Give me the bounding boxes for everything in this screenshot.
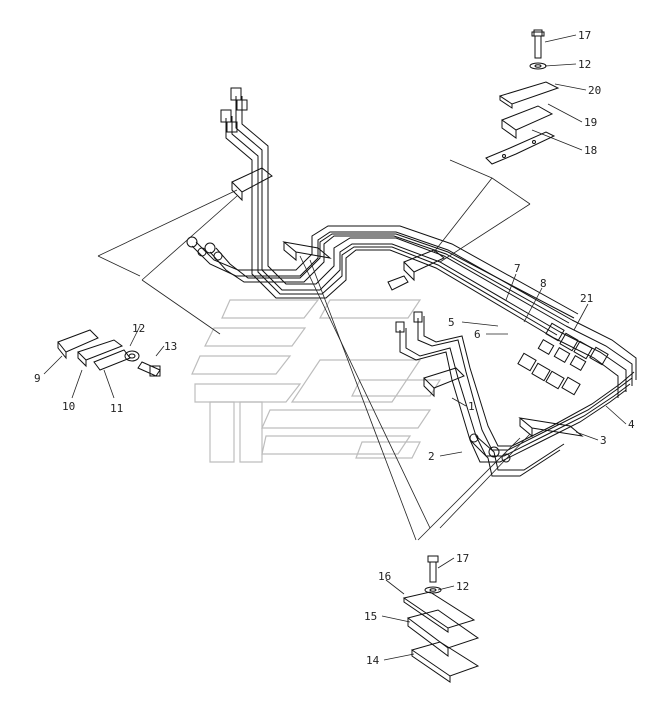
callout-9: 9 <box>34 372 41 385</box>
callout-16: 16 <box>378 570 391 583</box>
callout-2: 2 <box>428 450 435 463</box>
callout-19: 19 <box>584 116 597 129</box>
leader-lines <box>43 34 627 661</box>
callout-12-bottom: 12 <box>456 580 469 593</box>
pipe-fittings <box>186 87 609 463</box>
clamp-assembly-top-right <box>485 29 560 165</box>
callout-7: 7 <box>514 262 521 275</box>
callout-12-left: 12 <box>132 322 145 335</box>
callout-6: 6 <box>474 328 481 341</box>
pipe-clamps <box>231 167 584 438</box>
callout-3: 3 <box>600 434 607 447</box>
callout-13: 13 <box>164 340 177 353</box>
callout-18: 18 <box>584 144 597 157</box>
clamp-assembly-bottom <box>402 555 480 683</box>
watermark-logo <box>191 299 442 463</box>
callout-12-top: 12 <box>578 58 591 71</box>
callout-15: 15 <box>364 610 377 623</box>
pipe-bundle <box>191 96 637 477</box>
callout-17-bottom: 17 <box>456 552 469 565</box>
callout-21: 21 <box>580 292 593 305</box>
callout-20: 20 <box>588 84 601 97</box>
clamp-assembly-left <box>57 329 161 377</box>
callout-17-top: 17 <box>578 29 591 42</box>
callout-1: 1 <box>468 400 475 413</box>
callout-11: 11 <box>110 402 123 415</box>
callout-5: 5 <box>448 316 455 329</box>
callout-10: 10 <box>62 400 75 413</box>
callout-8: 8 <box>540 277 547 290</box>
callout-4: 4 <box>628 418 635 431</box>
callout-labels: 17 12 20 19 18 7 8 5 6 21 1 2 3 4 9 10 1… <box>34 29 635 667</box>
callout-14: 14 <box>366 654 380 667</box>
